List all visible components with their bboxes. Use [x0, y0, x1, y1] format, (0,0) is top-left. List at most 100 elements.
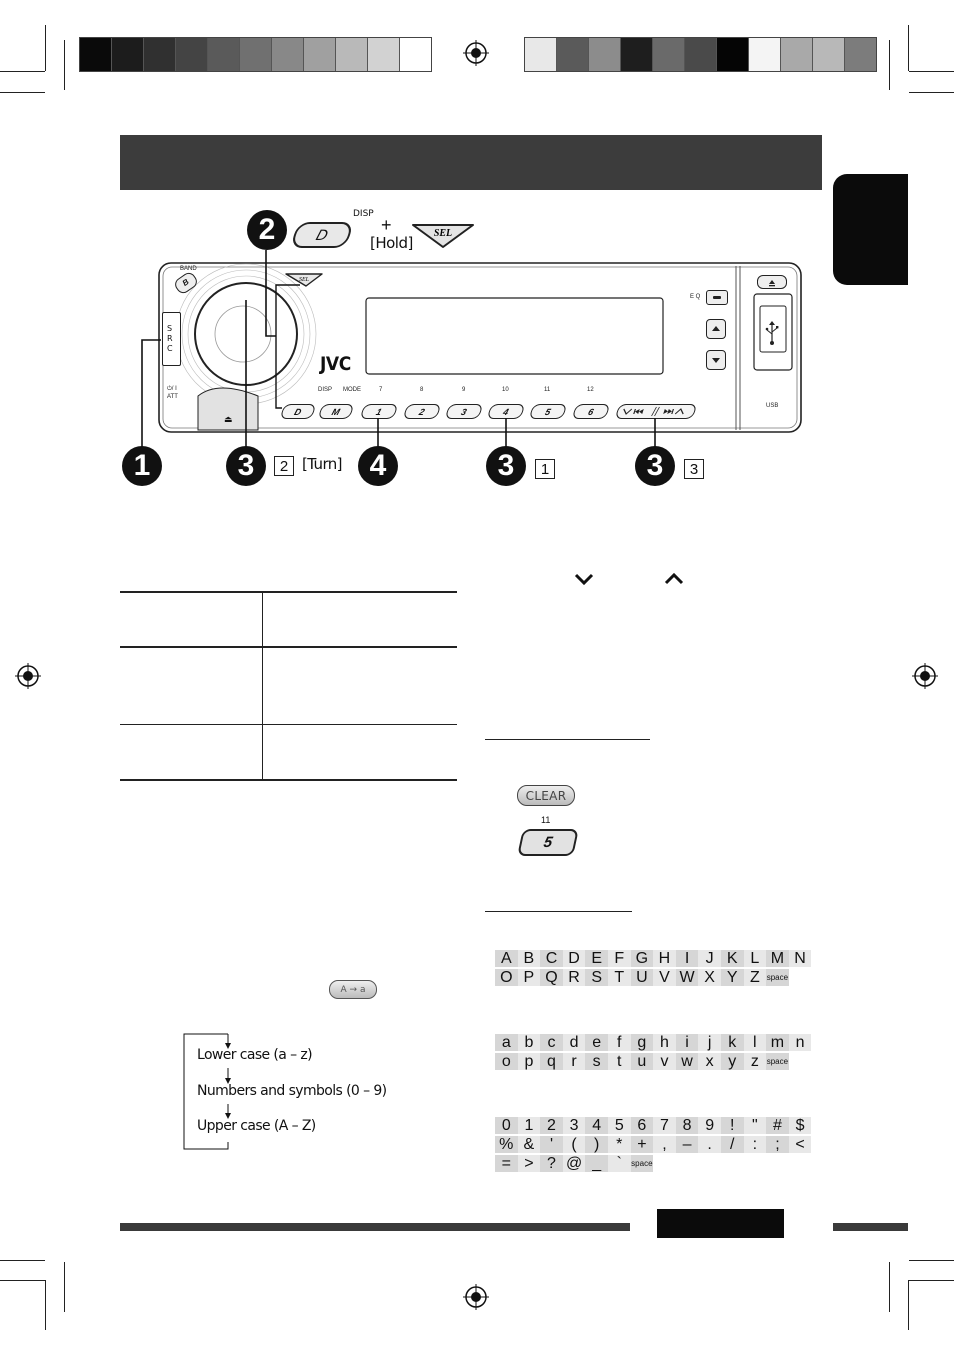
char-cell: a — [495, 1034, 518, 1051]
char-cell: @ — [562, 1155, 586, 1172]
char-cell: i — [675, 1034, 699, 1051]
disp-small-label: DISP — [318, 387, 333, 393]
clear-button: CLEAR — [517, 785, 575, 806]
color-swatch — [780, 38, 812, 71]
char-cell: space — [766, 1053, 789, 1070]
color-swatch — [111, 38, 143, 71]
char-cell: b — [517, 1034, 541, 1051]
color-swatch — [271, 38, 303, 71]
char-cell: 6 — [630, 1117, 654, 1134]
char-cell: 5 — [607, 1117, 631, 1134]
char-cell: . — [698, 1136, 721, 1153]
char-cell: Y — [720, 969, 744, 986]
char-cell: d — [562, 1034, 586, 1051]
char-cell: N — [788, 950, 812, 967]
eject-icon — [769, 280, 775, 287]
char-cell: y — [720, 1053, 744, 1070]
char-cell: z — [743, 1053, 767, 1070]
char-cell: Z — [743, 969, 767, 986]
char-cell: S — [585, 969, 608, 986]
src-letter-c: C — [167, 344, 173, 353]
jvc-logo: JVC — [320, 353, 351, 375]
preset-5-button: 5 — [517, 829, 579, 856]
char-cell: / — [720, 1136, 744, 1153]
char-cell: w — [675, 1053, 699, 1070]
char-cell: O — [495, 969, 518, 986]
color-swatch — [80, 38, 111, 71]
char-cell: Q — [540, 969, 563, 986]
color-swatch — [716, 38, 748, 71]
char-cell: p — [517, 1053, 541, 1070]
section-rule-2 — [485, 911, 632, 912]
src-letter-r: R — [167, 334, 173, 343]
preset-11-label: 11 — [541, 815, 551, 825]
band-label: BAND — [180, 266, 197, 272]
color-swatch — [239, 38, 271, 71]
char-cell: R — [562, 969, 586, 986]
sel-button-large: SEL — [412, 224, 474, 248]
att-label: ⏻/ I ATT — [167, 386, 178, 400]
char-cell: u — [630, 1053, 654, 1070]
color-swatch — [175, 38, 207, 71]
char-cell: e — [585, 1034, 608, 1051]
color-bar-right — [524, 37, 877, 72]
sel-large-label: SEL — [434, 228, 452, 239]
char-cell: G — [630, 950, 654, 967]
char-cell: ? — [540, 1155, 563, 1172]
step-box-3: 3 — [684, 459, 704, 479]
char-cell: h — [653, 1034, 676, 1051]
preset-5-label: 5 — [542, 834, 554, 851]
footer-bar-right — [833, 1223, 908, 1231]
flow-upper-case: Upper case (A – Z) — [197, 1118, 316, 1134]
char-cell: D — [562, 950, 586, 967]
char-cell: > — [517, 1155, 541, 1172]
char-cell: q — [540, 1053, 563, 1070]
color-swatch — [748, 38, 780, 71]
header-band — [120, 135, 822, 190]
color-bar-left — [79, 37, 432, 72]
char-cell: ; — [766, 1136, 789, 1153]
flow-lower-case: Lower case (a – z) — [197, 1047, 313, 1063]
chevron-down-icon — [574, 573, 594, 586]
char-cell: L — [743, 950, 767, 967]
sel-button-small: SEL — [285, 273, 323, 287]
eq-button — [706, 290, 728, 305]
color-swatch — [812, 38, 844, 71]
case-cycle-loop — [183, 1033, 231, 1150]
char-cell: m — [766, 1034, 789, 1051]
char-cell: J — [698, 950, 721, 967]
preset-number-8: 8 — [420, 387, 424, 393]
char-cell: k — [720, 1034, 744, 1051]
char-cell: , — [653, 1136, 676, 1153]
marker-3-step1: 3 — [486, 446, 526, 486]
char-cell: g — [630, 1034, 654, 1051]
preset-number-12: 12 — [587, 387, 594, 393]
char-cell: _ — [585, 1155, 608, 1172]
char-cell: l — [743, 1034, 767, 1051]
char-cell: C — [540, 950, 563, 967]
char-cell: A — [495, 950, 518, 967]
char-cell: = — [495, 1155, 518, 1172]
marker-4: 4 — [358, 446, 398, 486]
chevron-up-icon — [664, 572, 684, 585]
registration-target-bottom — [463, 1284, 489, 1310]
marker-2: 2 — [247, 210, 287, 250]
char-cell: W — [675, 969, 699, 986]
char-cell: ' — [540, 1136, 563, 1153]
turn-label: [Turn] — [302, 455, 343, 473]
color-swatch — [367, 38, 399, 71]
char-cell: 3 — [562, 1117, 586, 1134]
char-cell: ! — [720, 1117, 744, 1134]
color-swatch — [556, 38, 588, 71]
char-cell: I — [675, 950, 699, 967]
char-cell: T — [607, 969, 631, 986]
footer-page-box — [657, 1209, 784, 1238]
color-swatch — [143, 38, 175, 71]
char-cell: j — [698, 1034, 721, 1051]
char-cell: f — [607, 1034, 631, 1051]
char-cell: % — [495, 1136, 518, 1153]
marker-3-turn: 3 — [226, 446, 266, 486]
char-cell: X — [698, 969, 721, 986]
